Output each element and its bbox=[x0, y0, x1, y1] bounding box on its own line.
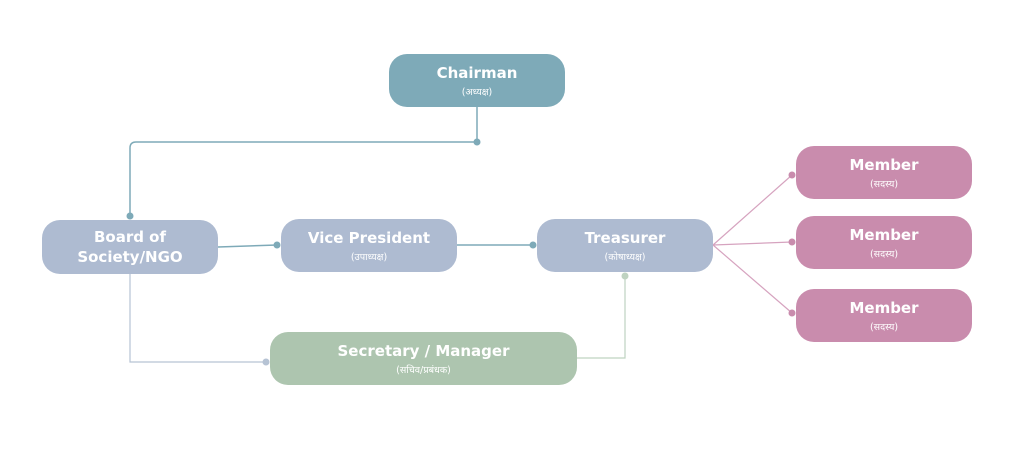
connector-board-vp bbox=[217, 244, 278, 248]
member-subtitle: (सदस्य) bbox=[869, 321, 899, 333]
vice-president-subtitle: (उपाध्यक्ष) bbox=[350, 251, 388, 263]
connector-dot bbox=[273, 241, 281, 249]
connector-dot bbox=[788, 309, 796, 317]
connector-treasurer-member-1 bbox=[712, 174, 793, 246]
member-subtitle: (सदस्य) bbox=[869, 248, 899, 260]
connector-dot bbox=[262, 358, 270, 366]
connector-dot bbox=[788, 171, 796, 179]
connector-treasurer-member-2 bbox=[712, 241, 793, 246]
member-node: Member (सदस्य) bbox=[796, 146, 972, 199]
secretary-node: Secretary / Manager (सचिव/प्रबंधक) bbox=[270, 332, 577, 385]
connector-board-secretary bbox=[129, 274, 266, 363]
connector-dot bbox=[126, 212, 134, 220]
secretary-subtitle: (सचिव/प्रबंधक) bbox=[396, 364, 451, 376]
board-node: Board of Society/NGO bbox=[42, 220, 218, 274]
board-title-line-1: Board of bbox=[93, 228, 167, 246]
connector-dot bbox=[473, 138, 481, 146]
treasurer-node: Treasurer (कोषाध्यक्ष) bbox=[537, 219, 713, 272]
chairman-title: Chairman bbox=[436, 63, 518, 82]
member-title: Member bbox=[849, 155, 919, 174]
member-title: Member bbox=[849, 225, 919, 244]
secretary-title: Secretary / Manager bbox=[337, 341, 510, 360]
connector-treasurer-member-3 bbox=[712, 244, 793, 314]
connector-secretary-treasurer bbox=[577, 276, 626, 359]
member-node: Member (सदस्य) bbox=[796, 289, 972, 342]
chairman-subtitle: (अध्यक्ष) bbox=[461, 86, 493, 98]
treasurer-subtitle: (कोषाध्यक्ष) bbox=[604, 251, 646, 263]
connector-dot bbox=[788, 238, 796, 246]
vice-president-title: Vice President bbox=[307, 228, 431, 247]
member-subtitle: (सदस्य) bbox=[869, 178, 899, 190]
chairman-node: Chairman (अध्यक्ष) bbox=[389, 54, 565, 107]
treasurer-title: Treasurer bbox=[584, 228, 666, 247]
connector-chairman-board bbox=[129, 107, 478, 216]
connector-dot bbox=[529, 241, 537, 249]
vice-president-node: Vice President (उपाध्यक्ष) bbox=[281, 219, 457, 272]
board-title-line-2: Society/NGO bbox=[77, 248, 183, 266]
member-node: Member (सदस्य) bbox=[796, 216, 972, 269]
member-title: Member bbox=[849, 298, 919, 317]
connector-dot bbox=[621, 272, 629, 280]
